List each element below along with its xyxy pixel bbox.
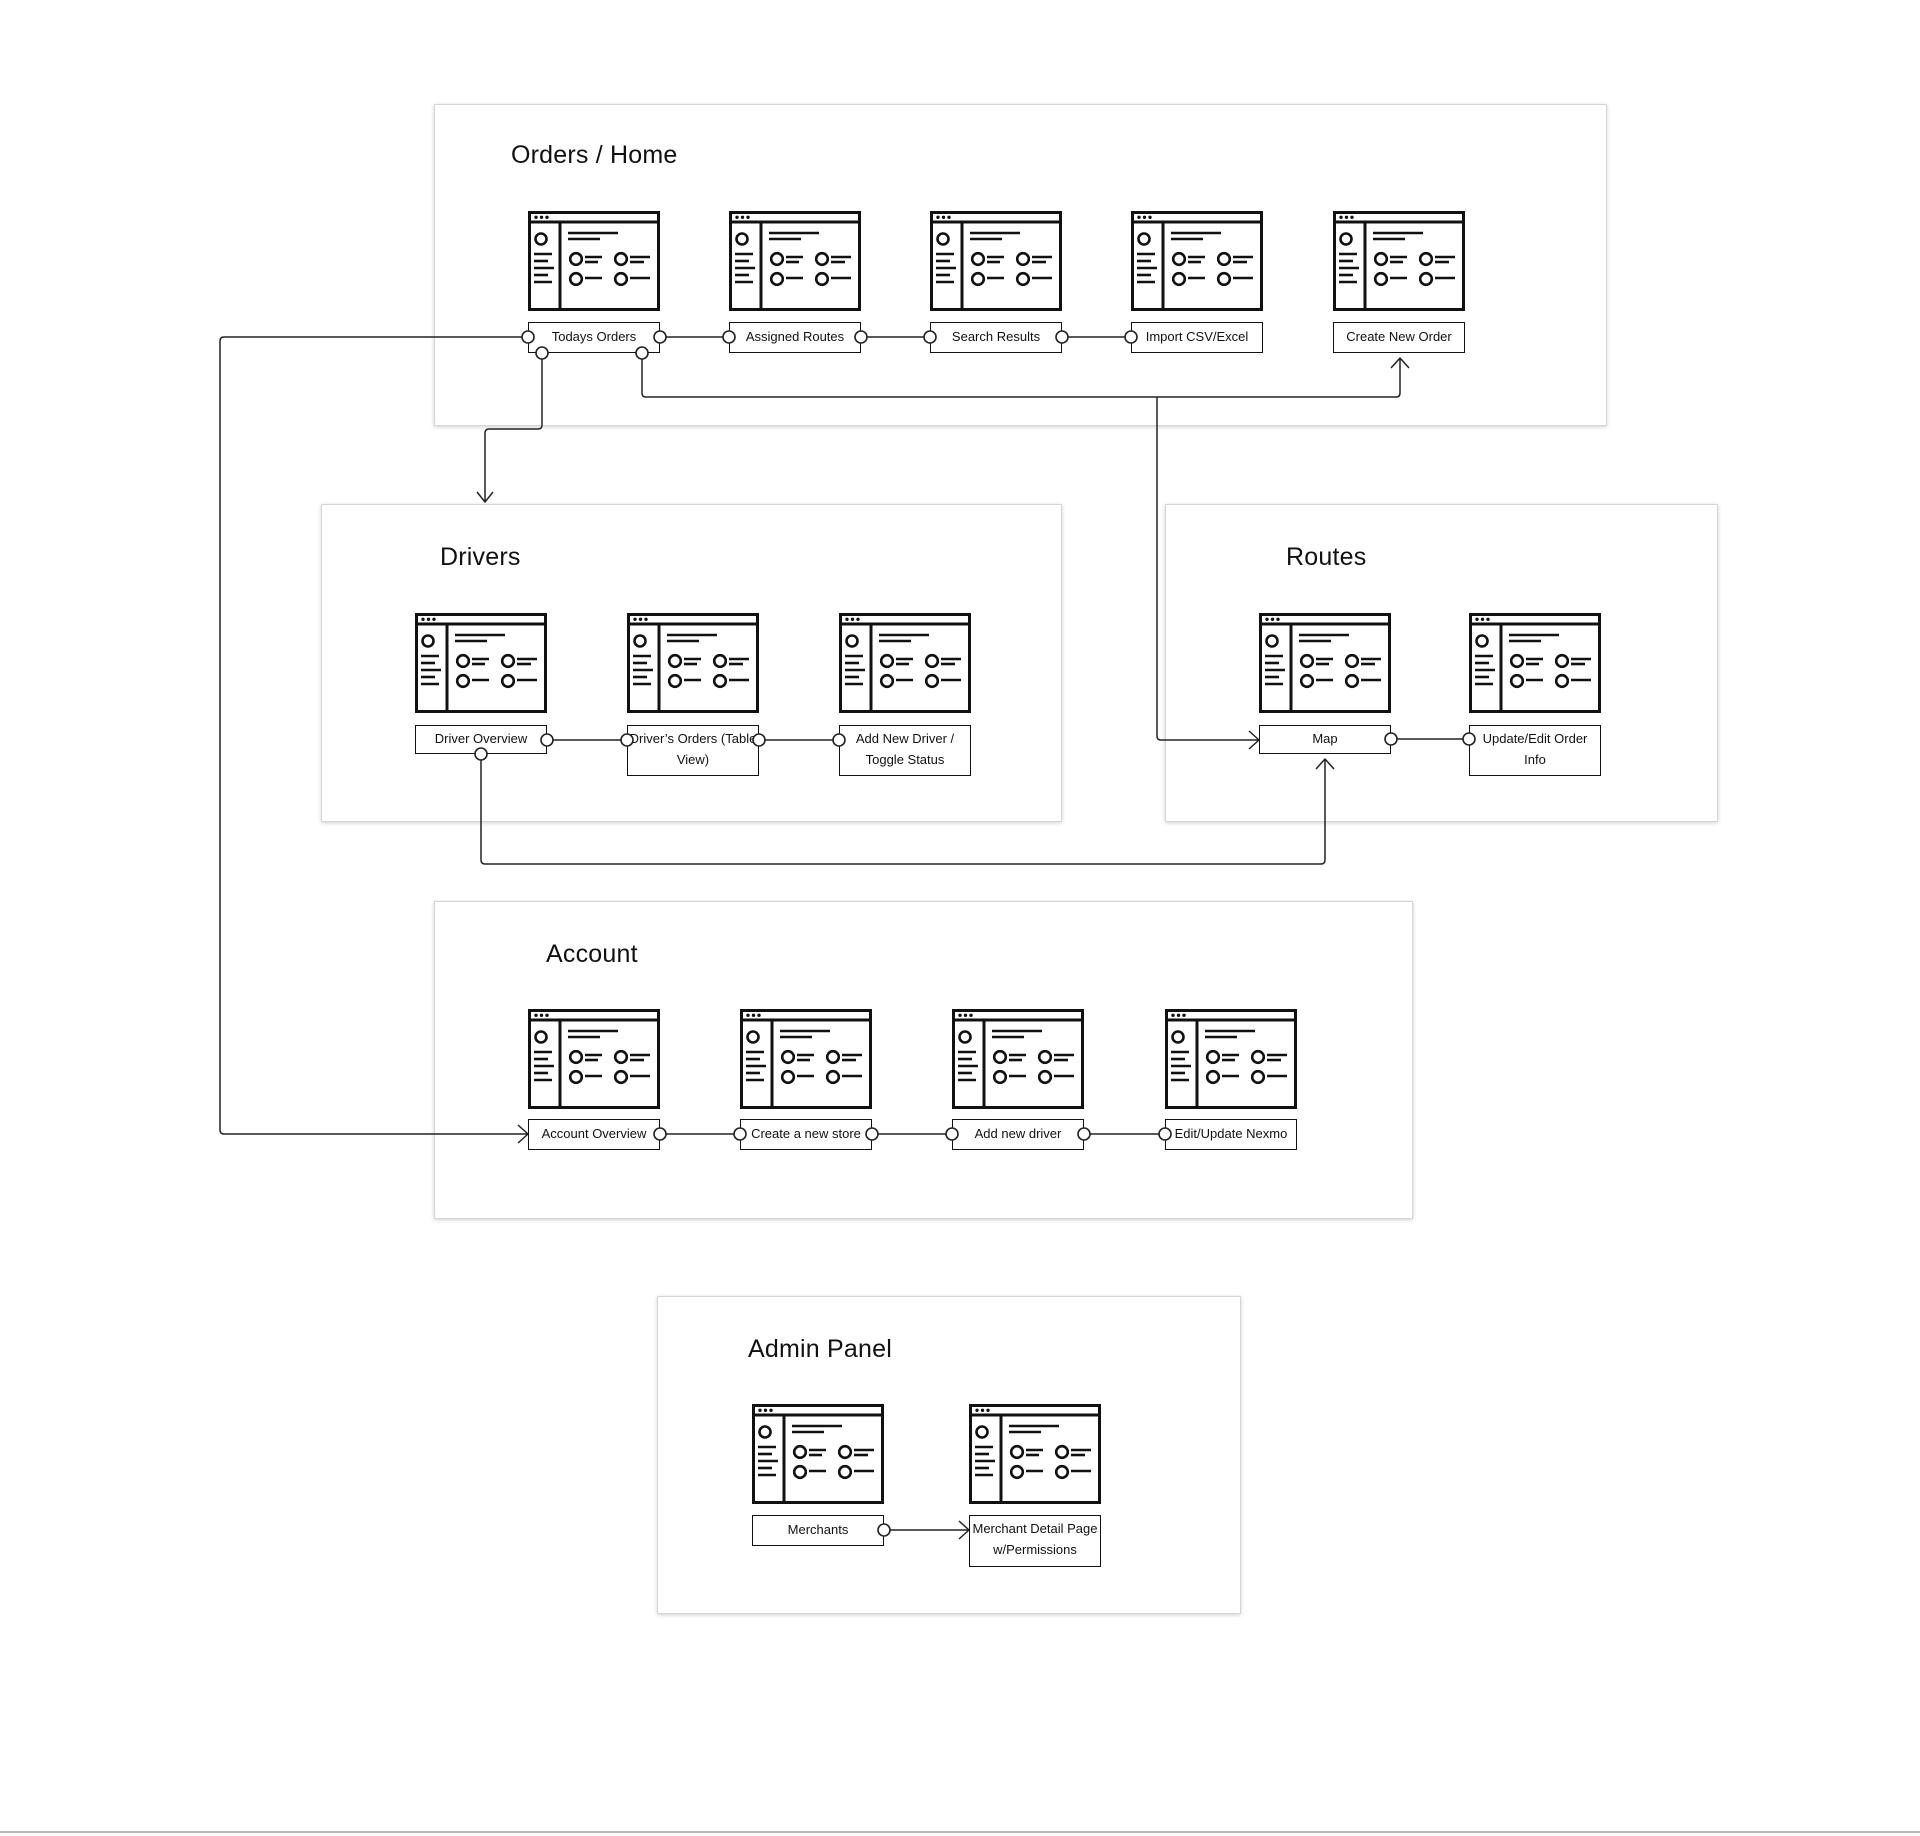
wireframe-icon [729, 211, 861, 311]
wireframe-icon [1469, 613, 1601, 713]
section-title: Routes [1286, 543, 1367, 571]
section-routes: Routes [1165, 504, 1718, 822]
wireframe-icon [752, 1404, 884, 1504]
screen-create-new-order[interactable]: Create New Order [1333, 322, 1465, 353]
screen-import-csv[interactable]: Import CSV/Excel [1131, 322, 1263, 353]
screen-add-driver[interactable]: Add new driver [952, 1119, 1084, 1150]
screen-driver-overview[interactable]: Driver Overview [415, 725, 547, 754]
screen-edit-nexmo[interactable]: Edit/Update Nexmo [1165, 1119, 1297, 1150]
screen-assigned-routes[interactable]: Assigned Routes [729, 322, 861, 353]
wireframe-icon [528, 211, 660, 311]
screen-merchants[interactable]: Merchants [752, 1515, 884, 1546]
section-title: Account [546, 940, 638, 968]
wireframe-icon [969, 1404, 1101, 1504]
screen-merchant-detail[interactable]: Merchant Detail Page w/Permissions [969, 1515, 1101, 1567]
arrowhead [476, 491, 494, 503]
screen-account-overview[interactable]: Account Overview [528, 1119, 660, 1150]
wireframe-icon [1131, 211, 1263, 311]
wireframe-icon [415, 613, 547, 713]
wireframe-icon [1333, 211, 1465, 311]
bottom-divider [0, 1831, 1920, 1833]
section-admin-panel: Admin Panel [657, 1296, 1241, 1614]
wireframe-icon [1165, 1009, 1297, 1109]
wireframe-icon [952, 1009, 1084, 1109]
screen-create-store[interactable]: Create a new store [740, 1119, 872, 1150]
screen-drivers-orders[interactable]: Driver’s Orders (Table View) [627, 725, 759, 776]
wireframe-icon [1259, 613, 1391, 713]
screen-add-new-driver[interactable]: Add New Driver / Toggle Status [839, 725, 971, 776]
wireframe-icon [627, 613, 759, 713]
screen-map[interactable]: Map [1259, 725, 1391, 754]
wireframe-icon [740, 1009, 872, 1109]
section-title: Drivers [440, 543, 521, 571]
wireframe-icon [930, 211, 1062, 311]
screen-search-results[interactable]: Search Results [930, 322, 1062, 353]
wireframe-icon [839, 613, 971, 713]
screen-update-edit-order[interactable]: Update/Edit Order Info [1469, 725, 1601, 776]
section-title: Orders / Home [511, 141, 678, 169]
section-title: Admin Panel [748, 1335, 892, 1363]
wireframe-icon [528, 1009, 660, 1109]
screen-todays-orders[interactable]: Todays Orders [528, 322, 660, 353]
